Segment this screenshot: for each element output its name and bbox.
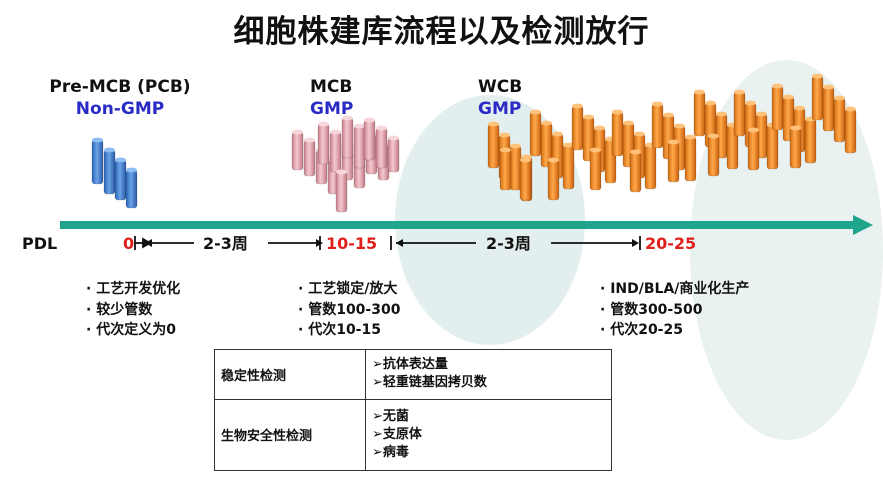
vial-icon (833, 95, 846, 143)
vial-icon (353, 123, 366, 169)
vial-icon (387, 135, 400, 173)
vial-icon (629, 149, 642, 193)
vial-icon (571, 103, 584, 151)
table-row: 生物安全性检测 无菌 支原体 病毒 (214, 398, 612, 472)
stage-mcb-name: MCB (310, 77, 353, 97)
vial-icon (329, 129, 342, 173)
vial-icon (667, 139, 680, 183)
vial-icon (611, 109, 624, 157)
vial-icon (789, 125, 802, 169)
note-item: 代次10-15 (298, 320, 400, 341)
note-item: 管数100-300 (298, 300, 400, 321)
vial-icon (589, 147, 602, 191)
pdl-mark-0: 0 (123, 234, 135, 253)
vial-icon (844, 106, 857, 154)
vial-icon (125, 167, 138, 209)
vial-icon (707, 133, 720, 177)
vial-icon (363, 117, 376, 161)
stage-pcb-name: Pre-MCB (PCB) (49, 77, 191, 97)
stage-pcb-grade: Non-GMP (75, 99, 165, 119)
stage-pcb: Pre-MCB (PCB) Non-GMP (30, 76, 210, 120)
interval-label-1: 2-3周 (203, 234, 248, 253)
test-item: 病毒 (372, 444, 605, 462)
note-item: 工艺锁定/放大 (298, 279, 400, 300)
pdl-mark-20-25: 20-25 (645, 234, 697, 253)
vial-icon (684, 134, 697, 182)
stage-wcb: WCB GMP (478, 76, 522, 120)
vial-icon (114, 157, 127, 201)
stage-wcb-name: WCB (478, 77, 523, 97)
vial-icon (103, 147, 116, 195)
vial-icon (804, 116, 817, 164)
stage-mcb-grade: GMP (310, 99, 354, 119)
vial-icon (529, 109, 542, 157)
note-item: 管数300-500 (600, 300, 749, 321)
interval-arrows (134, 236, 641, 250)
vial-icon (771, 83, 784, 131)
page-title: 细胞株建库流程以及检测放行 (233, 14, 650, 50)
stage-wcb-grade: GMP (478, 99, 522, 119)
test-item: 轻重链基因拷贝数 (372, 374, 605, 392)
interval-label-2: 2-3周 (486, 234, 531, 253)
pcb-vials (91, 137, 138, 209)
vial-icon (822, 84, 835, 132)
test-items: 无菌 支原体 病毒 (365, 398, 612, 472)
note-item: IND/BLA/商业化生产 (600, 279, 749, 300)
note-item: 工艺开发优化 (86, 279, 180, 300)
stage-mcb: MCB GMP (310, 76, 353, 120)
vial-icon (644, 142, 657, 190)
note-item: 代次20-25 (600, 320, 749, 341)
notes-mcb: 工艺锁定/放大 管数100-300 代次10-15 (298, 279, 400, 341)
vial-icon (335, 169, 348, 213)
vial-icon (303, 137, 316, 177)
vial-icon (291, 129, 304, 171)
axis-label-pdl: PDL (22, 234, 58, 253)
vial-icon (562, 142, 575, 190)
vial-icon (733, 89, 746, 137)
pdl-mark-10-15: 10-15 (326, 234, 378, 253)
test-item: 无菌 (372, 408, 605, 426)
vial-icon (693, 89, 706, 137)
vial-icon (91, 137, 104, 185)
test-items: 抗体表达量 轻重链基因拷贝数 (365, 349, 612, 400)
release-tests-table: 稳定性检测 抗体表达量 轻重链基因拷贝数 生物安全性检测 无菌 支原体 病毒 (214, 349, 612, 472)
vial-icon (651, 101, 664, 149)
vial-icon (519, 157, 532, 201)
vial-icon (375, 125, 388, 169)
vial-icon (547, 157, 560, 201)
note-item: 代次定义为0 (86, 320, 180, 341)
test-item: 抗体表达量 (372, 356, 605, 374)
note-item: 较少管数 (86, 300, 180, 321)
notes-pcb: 工艺开发优化 较少管数 代次定义为0 (86, 279, 180, 341)
vial-icon (811, 73, 824, 121)
table-row: 稳定性检测 抗体表达量 轻重链基因拷贝数 (214, 349, 612, 400)
notes-wcb: IND/BLA/商业化生产 管数300-500 代次20-25 (600, 279, 749, 341)
test-item: 支原体 (372, 426, 605, 444)
vial-icon (317, 121, 330, 165)
test-category: 稳定性检测 (214, 349, 366, 400)
timeline-arrow (60, 215, 873, 235)
vial-icon (499, 147, 512, 191)
vial-icon (509, 143, 522, 191)
mcb-vials (291, 115, 400, 213)
test-category: 生物安全性检测 (214, 398, 366, 472)
vial-icon (341, 115, 354, 159)
vial-icon (747, 127, 760, 171)
wcb-vials (487, 73, 857, 202)
vial-icon (487, 121, 500, 169)
